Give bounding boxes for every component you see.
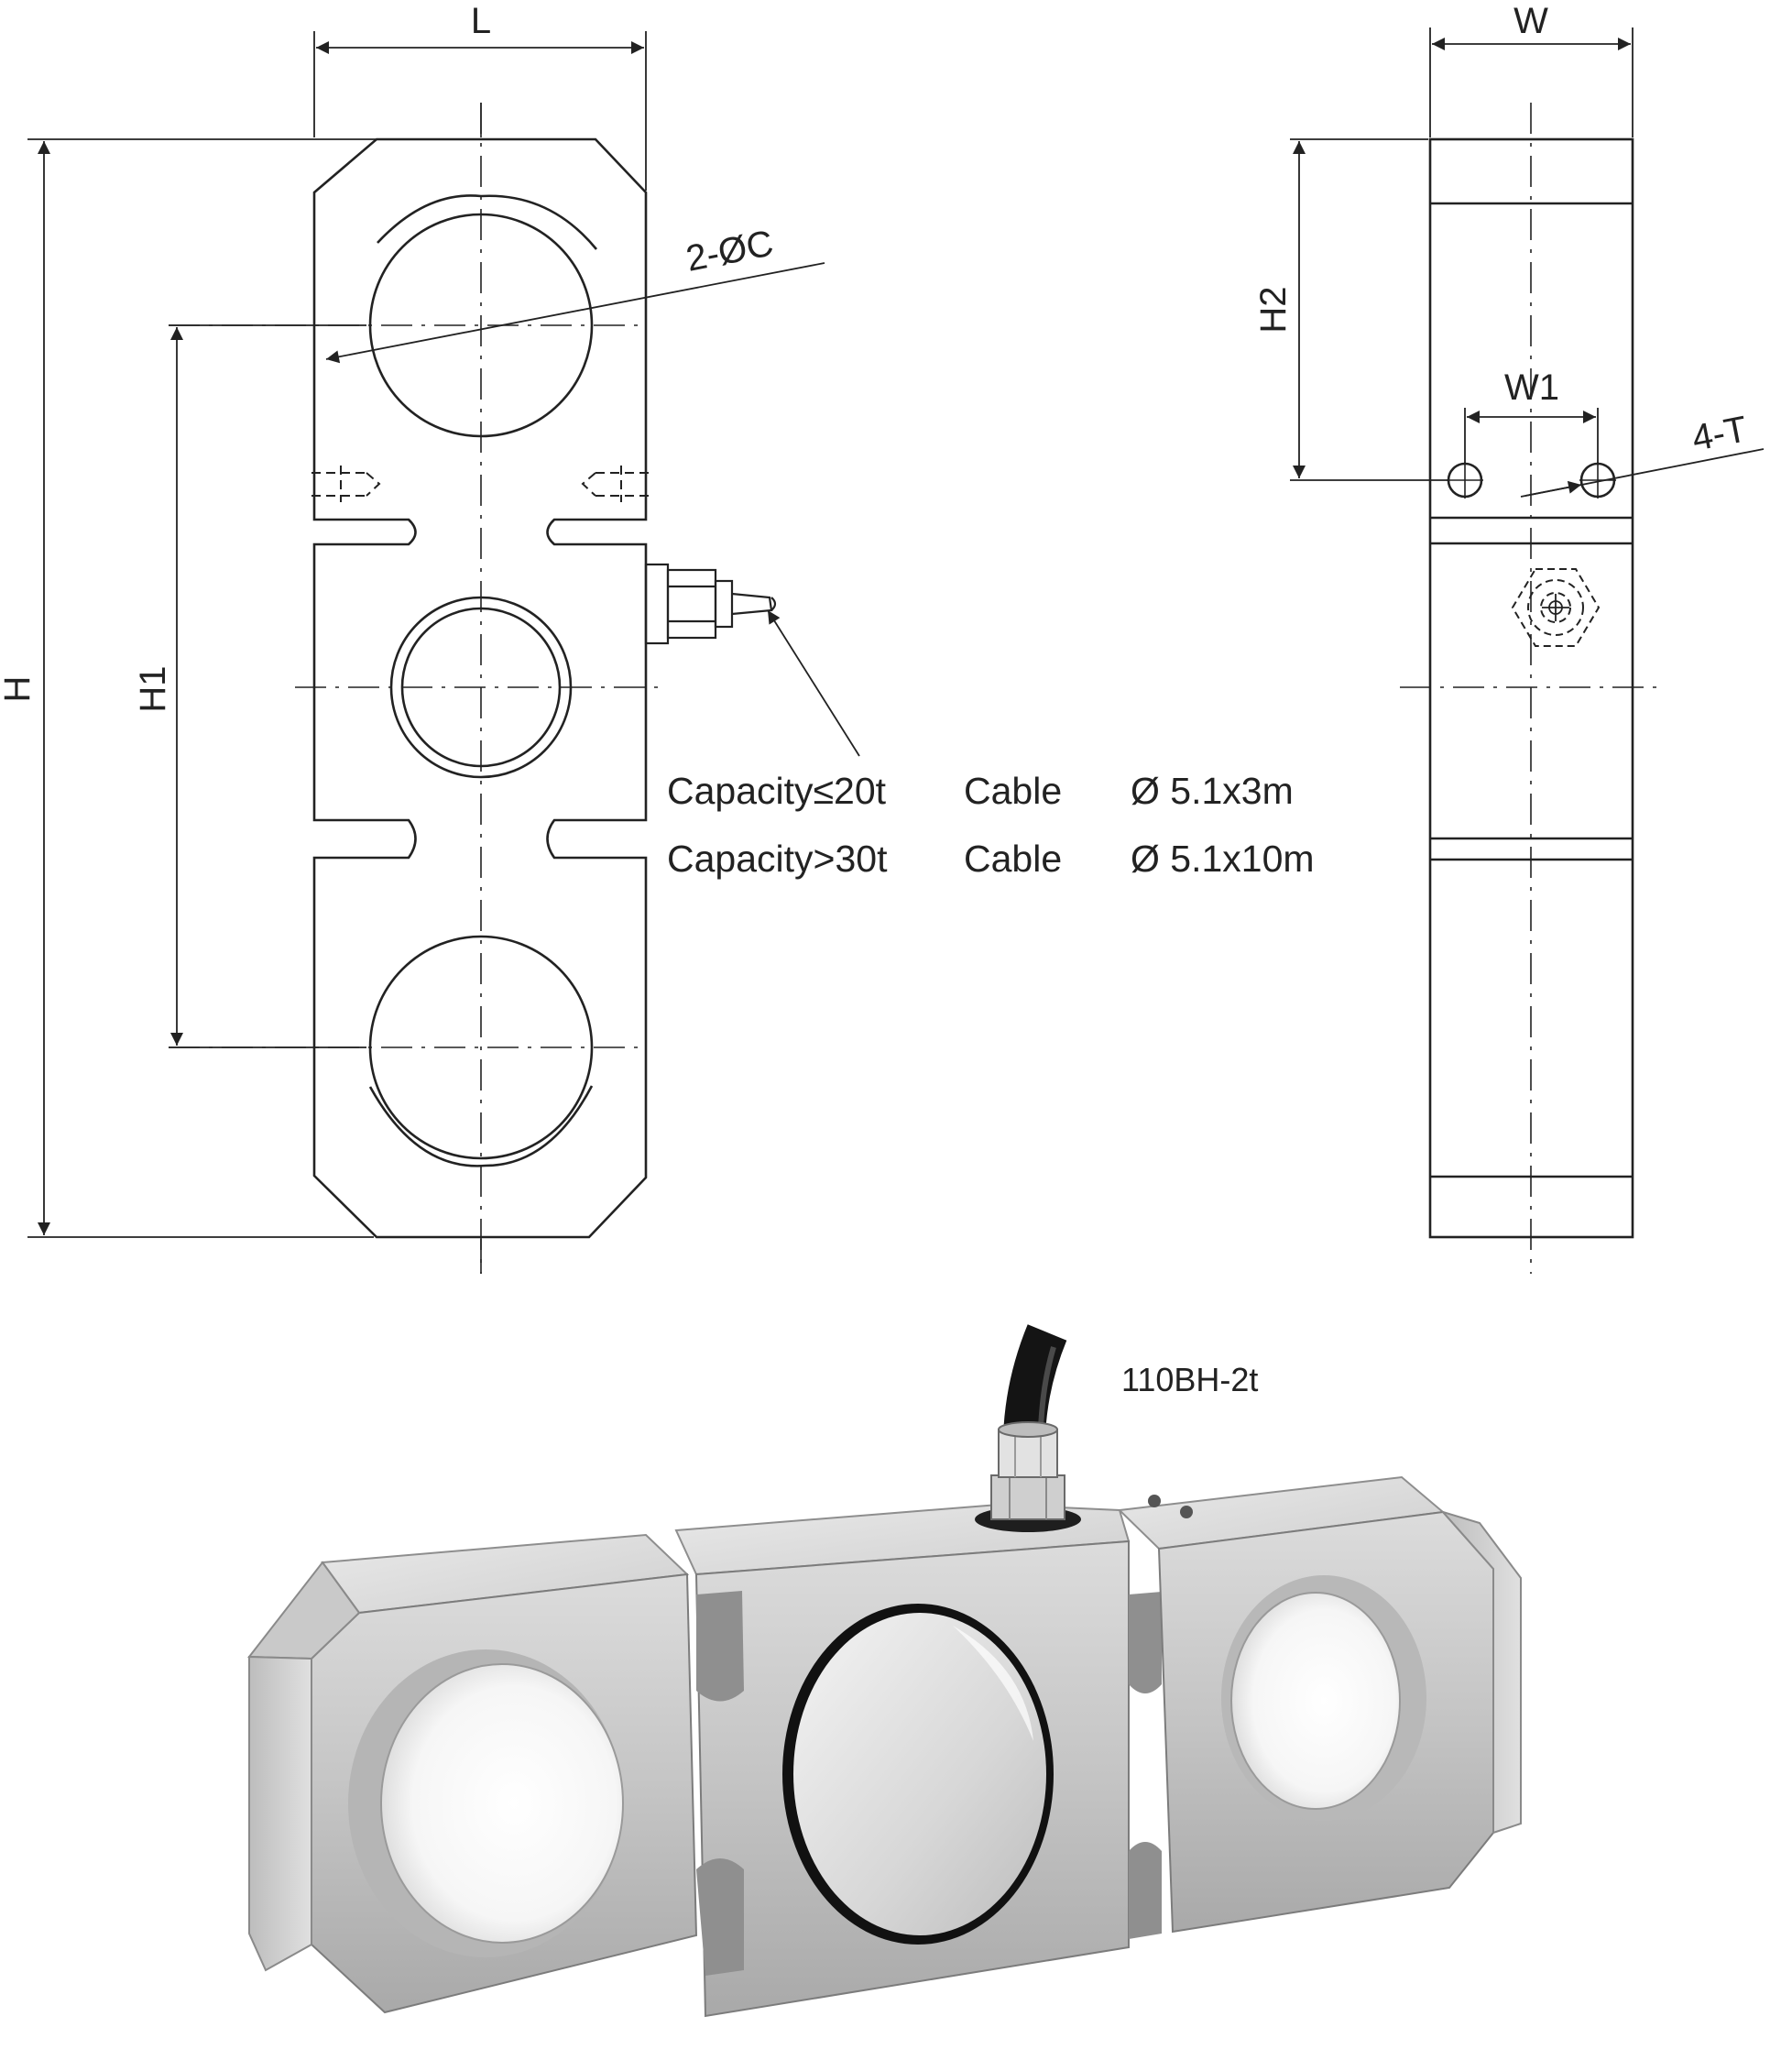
note-1-spec: Ø 5.1x3m xyxy=(1131,770,1294,812)
left-set-screw xyxy=(311,466,381,502)
dim-h2-label: H2 xyxy=(1253,286,1294,333)
right-set-screw xyxy=(581,466,650,502)
dim-w1-label: W1 xyxy=(1504,367,1559,408)
product-photo xyxy=(247,1324,1522,2018)
photo-center-slot-top xyxy=(696,1591,744,1702)
bottom-hole-chamfer xyxy=(368,1085,594,1167)
photo-threaded-hole-2 xyxy=(1180,1506,1193,1518)
side-center-lines xyxy=(1400,103,1663,1274)
dim-h2-line xyxy=(1290,138,1448,481)
thread-callout-label: 4-T xyxy=(1688,409,1750,459)
dim-l-line xyxy=(313,31,647,191)
note-2-capacity: Capacity>30t xyxy=(667,838,888,880)
dim-w-label: W xyxy=(1513,1,1548,41)
photo-cable-gland xyxy=(975,1421,1081,1532)
dim-h-label: H xyxy=(0,676,38,703)
hole-callout-leader xyxy=(325,262,825,364)
gland-end-view xyxy=(1511,568,1601,647)
dim-h1-line xyxy=(169,324,366,1048)
note-2-cable: Cable xyxy=(964,838,1062,880)
front-body-outline xyxy=(312,137,648,1239)
cable-notes: Capacity≤20t Cable Ø 5.1x3m Capacity>30t… xyxy=(667,770,1315,880)
photo-model-label: 110BH-2t xyxy=(1121,1361,1258,1398)
hole-callout-label: 2-ØC xyxy=(683,223,776,279)
photo-threaded-hole-1 xyxy=(1148,1495,1161,1507)
cable-note-leader xyxy=(767,609,860,757)
dim-l-label: L xyxy=(471,1,491,41)
cable-gland xyxy=(644,563,777,645)
note-1-capacity: Capacity≤20t xyxy=(667,770,887,812)
note-2-spec: Ø 5.1x10m xyxy=(1131,838,1315,880)
top-hole-chamfer xyxy=(377,194,598,250)
dim-w1-line xyxy=(1464,408,1599,463)
side-view xyxy=(1290,27,1765,1274)
photo-center-slot-bottom xyxy=(696,1858,744,1976)
dim-h-line xyxy=(27,138,376,1238)
front-center-lines xyxy=(169,103,667,1274)
note-1-cable: Cable xyxy=(964,770,1062,812)
front-view xyxy=(27,31,860,1274)
dim-h1-label: H1 xyxy=(133,665,173,712)
dim-w-line xyxy=(1429,27,1634,137)
